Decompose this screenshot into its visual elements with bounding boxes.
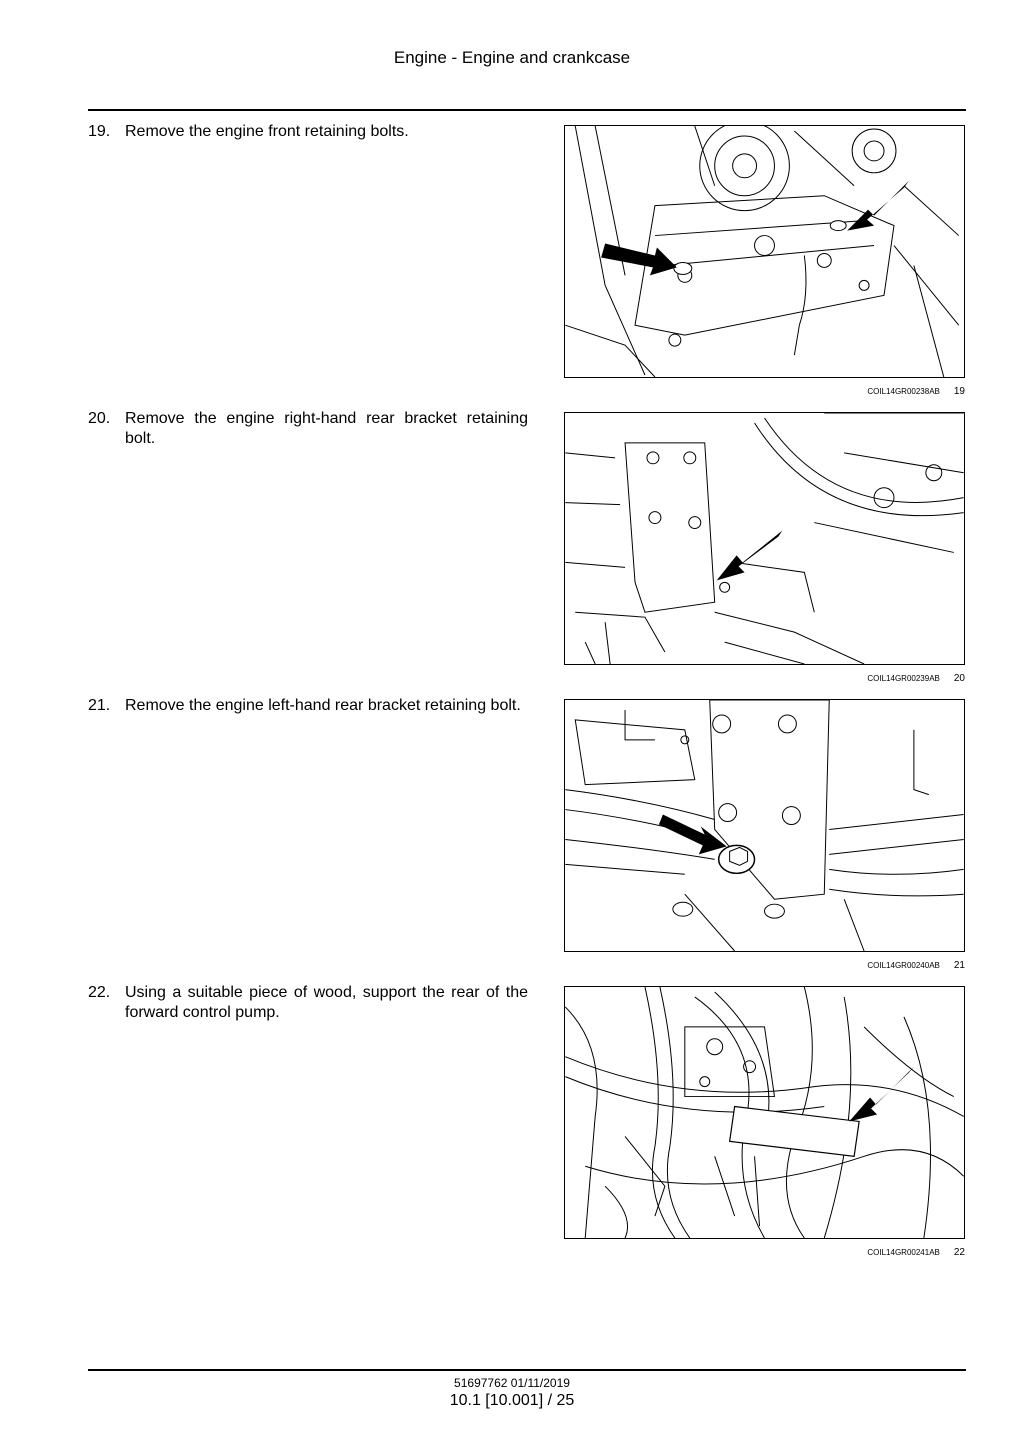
step-number: 20. (88, 410, 111, 427)
right-rear-bracket-illustration (565, 413, 964, 664)
figure-number: 21 (953, 960, 965, 971)
footer-divider (88, 1369, 966, 1371)
figure-caption-20: COIL14GR00239AB 20 (867, 673, 965, 684)
figure-21-left-hand-rear-bracket (564, 699, 965, 952)
step-text: Remove the engine left-hand rear bracket… (125, 697, 521, 714)
footer-page-number: 10.1 [10.001] / 25 (449, 1392, 575, 1409)
step-number: 19. (88, 123, 111, 140)
step-text: Remove the engine front retaining bolts. (125, 123, 409, 140)
step-text: Remove the engine right-hand rear bracke… (125, 410, 528, 447)
left-rear-bracket-illustration (565, 700, 964, 951)
figure-number: 19 (953, 386, 965, 397)
figure-caption-19: COIL14GR00238AB 19 (867, 386, 965, 397)
step-text: Using a suitable piece of wood, support … (125, 984, 528, 1021)
figure-22-forward-control-pump-support (564, 986, 965, 1239)
figure-code: COIL14GR00239AB (867, 674, 940, 683)
figure-caption-21: COIL14GR00240AB 21 (867, 960, 965, 971)
figure-code: COIL14GR00238AB (867, 387, 940, 396)
figure-number: 20 (953, 673, 965, 684)
step-20: 20. Remove the engine right-hand rear br… (88, 409, 528, 449)
step-21: 21. Remove the engine left-hand rear bra… (88, 696, 528, 716)
step-number: 21. (88, 697, 111, 714)
figure-code: COIL14GR00240AB (867, 961, 940, 970)
step-19: 19. Remove the engine front retaining bo… (88, 122, 528, 142)
footer-doc-code: 51697762 01/11/2019 (454, 1376, 570, 1390)
page-header: Engine - Engine and crankcase (393, 48, 631, 67)
figure-caption-22: COIL14GR00241AB 22 (867, 1247, 965, 1258)
step-number: 22. (88, 984, 111, 1001)
figure-code: COIL14GR00241AB (867, 1248, 940, 1257)
figure-20-right-hand-rear-bracket (564, 412, 965, 665)
control-pump-illustration (565, 987, 964, 1238)
step-22: 22. Using a suitable piece of wood, supp… (88, 983, 528, 1023)
engine-front-illustration (565, 126, 960, 377)
figure-number: 22 (953, 1247, 965, 1258)
figure-19-engine-front-bolts (564, 125, 965, 378)
header-divider (88, 109, 966, 111)
